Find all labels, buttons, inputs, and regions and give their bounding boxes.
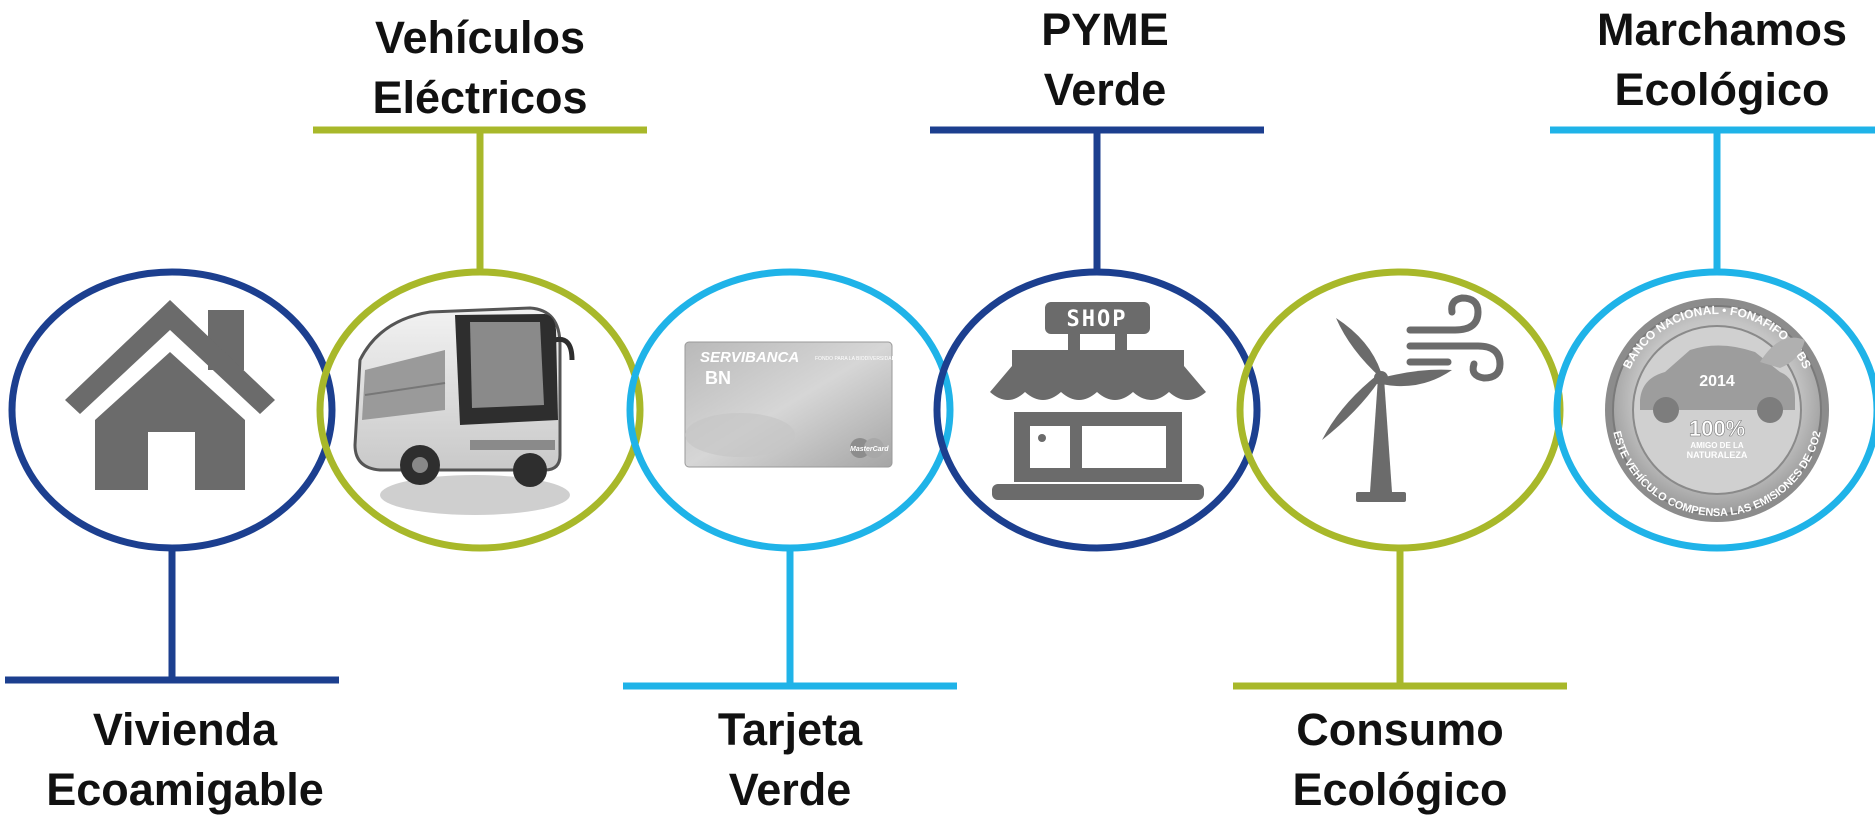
card-brand-text: SERVIBANCA <box>700 349 799 366</box>
label-line: Marchamos <box>1596 4 1848 55</box>
seal-car-shape <box>1640 345 1795 410</box>
bus-icon <box>353 306 575 515</box>
label-line: Verde <box>1043 64 1167 115</box>
label-line: Ecoamigable <box>46 764 324 815</box>
label-marchamos: Marchamos Ecológico <box>1512 0 1875 120</box>
label-pyme: PYME Verde <box>895 0 1315 120</box>
label-vehiculos: Vehículos Eléctricos <box>270 8 690 128</box>
label-line: Ecológico <box>1292 764 1508 815</box>
shop-icon: SHOP <box>990 302 1206 500</box>
card-fund-text: FONDO PARA LA BIODIVERSIDAD SOSTENIBLE <box>815 356 929 362</box>
label-vivienda: Vivienda Ecoamigable <box>0 700 395 820</box>
house-icon <box>65 300 275 490</box>
card-bank-text: BN <box>705 368 731 388</box>
ring-vivienda <box>8 268 336 552</box>
label-line: Vehículos <box>374 12 586 63</box>
label-line: Verde <box>728 764 852 815</box>
credit-card-icon: SERVIBANCA BN FONDO PARA LA BIODIVERSIDA… <box>684 341 929 468</box>
seal-line2-text: NATURALEZA <box>1687 450 1748 460</box>
label-line: Vivienda <box>92 704 278 755</box>
wind-turbine-icon <box>1322 294 1504 502</box>
ring-pyme <box>933 268 1261 552</box>
label-line: Eléctricos <box>372 72 588 123</box>
label-consumo: Consumo Ecológico <box>1190 700 1610 820</box>
card-network-text: MasterCard <box>850 446 889 453</box>
shop-sign-text: SHOP <box>1067 307 1128 332</box>
label-line: Ecológico <box>1614 64 1830 115</box>
seal-percent-text: 100% <box>1689 416 1745 441</box>
label-line: PYME <box>1041 4 1169 55</box>
ring-marchamos <box>1553 268 1875 552</box>
label-tarjeta: Tarjeta Verde <box>580 700 1000 820</box>
ring-vehiculos <box>316 268 644 552</box>
rings <box>8 268 1875 552</box>
ring-consumo <box>1236 268 1564 552</box>
connectors <box>5 126 1875 690</box>
eco-seal-icon: BANCO NACIONAL • FONAFIFO • FBS ESTE VEH… <box>1605 298 1829 522</box>
label-line: Consumo <box>1296 704 1504 755</box>
ring-tarjeta <box>626 268 954 552</box>
seal-year-text: 2014 <box>1699 373 1735 390</box>
seal-line1-text: AMIGO DE LA <box>1690 441 1744 450</box>
label-line: Tarjeta <box>717 704 863 755</box>
